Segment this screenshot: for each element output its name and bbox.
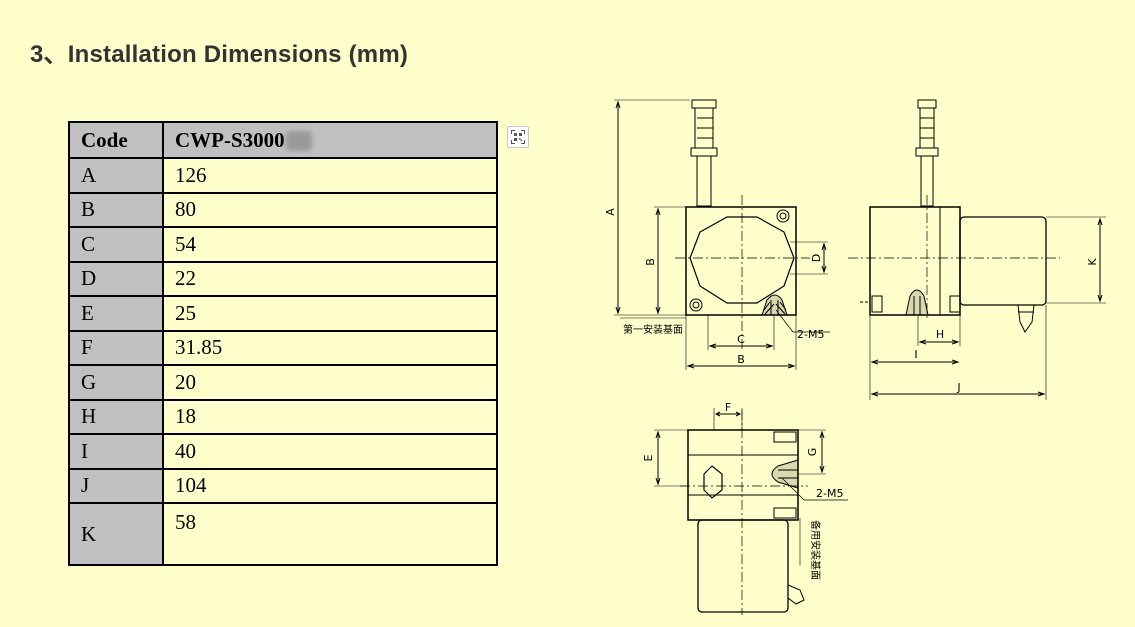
label-J: J bbox=[956, 381, 960, 394]
label-thread-top: 2-M5 bbox=[816, 487, 843, 500]
row-code: C bbox=[68, 226, 164, 263]
side-view-labels: K H I J bbox=[914, 258, 1099, 394]
column-header-code: Code bbox=[68, 121, 164, 159]
label-E: E bbox=[642, 454, 655, 461]
row-code: A bbox=[68, 157, 164, 194]
qr-scan-button[interactable] bbox=[507, 126, 529, 148]
label-B-horizontal: B bbox=[737, 353, 745, 366]
row-value: 104 bbox=[162, 467, 498, 504]
drum bbox=[689, 216, 795, 304]
knob-cap bbox=[691, 99, 717, 109]
row-value: 20 bbox=[162, 364, 498, 401]
top-view-labels: E F G 2-M5 备用安装基面 bbox=[642, 401, 843, 580]
label-B-vertical: B bbox=[644, 258, 657, 266]
table-header-row: Code CWP-S3000 bbox=[68, 121, 498, 159]
row-value: 40 bbox=[162, 433, 498, 470]
qr-scan-icon bbox=[511, 130, 525, 144]
label-H: H bbox=[936, 328, 944, 341]
front-body bbox=[685, 206, 797, 316]
label-C: C bbox=[737, 333, 745, 346]
encoder-housing bbox=[959, 216, 1047, 306]
label-I: I bbox=[914, 348, 917, 361]
row-value: 18 bbox=[162, 398, 498, 435]
top-encoder bbox=[697, 519, 789, 613]
technical-drawing: A B D C B 2-M5 第一安装基面 bbox=[604, 99, 1106, 615]
front-view-labels: A B D C B 2-M5 第一安装基面 bbox=[604, 208, 824, 366]
row-code: B bbox=[68, 191, 164, 228]
row-value: 80 bbox=[162, 191, 498, 228]
column-header-model: CWP-S3000 bbox=[162, 121, 498, 159]
row-value: 54 bbox=[162, 226, 498, 263]
row-code: G bbox=[68, 364, 164, 401]
redacted-suffix bbox=[285, 130, 312, 151]
row-value: 126 bbox=[162, 157, 498, 194]
row-code: I bbox=[68, 433, 164, 470]
label-G: G bbox=[806, 448, 819, 457]
row-value: 31.85 bbox=[162, 329, 498, 366]
row-value: 22 bbox=[162, 260, 498, 297]
label-A: A bbox=[604, 208, 617, 216]
label-D: D bbox=[810, 254, 823, 262]
row-code: H bbox=[68, 398, 164, 435]
row-code: E bbox=[68, 295, 164, 332]
label-thread-front: 2-M5 bbox=[797, 328, 824, 341]
label-K: K bbox=[1086, 258, 1099, 266]
row-code: K bbox=[68, 502, 164, 566]
row-code: J bbox=[68, 467, 164, 504]
model-name: CWP-S3000 bbox=[175, 127, 285, 152]
top-view bbox=[654, 408, 848, 615]
row-value: 25 bbox=[162, 295, 498, 332]
label-first-mount-face: 第一安装基面 bbox=[623, 323, 683, 336]
label-F: F bbox=[725, 401, 731, 414]
row-code: F bbox=[68, 329, 164, 366]
row-code: D bbox=[68, 260, 164, 297]
row-value: 58 bbox=[162, 502, 498, 566]
front-view bbox=[614, 99, 830, 370]
section-heading: 3、Installation Dimensions (mm) bbox=[30, 41, 409, 68]
side-view bbox=[848, 99, 1106, 400]
label-spare-mount-face: 备用安装基面 bbox=[809, 520, 822, 580]
